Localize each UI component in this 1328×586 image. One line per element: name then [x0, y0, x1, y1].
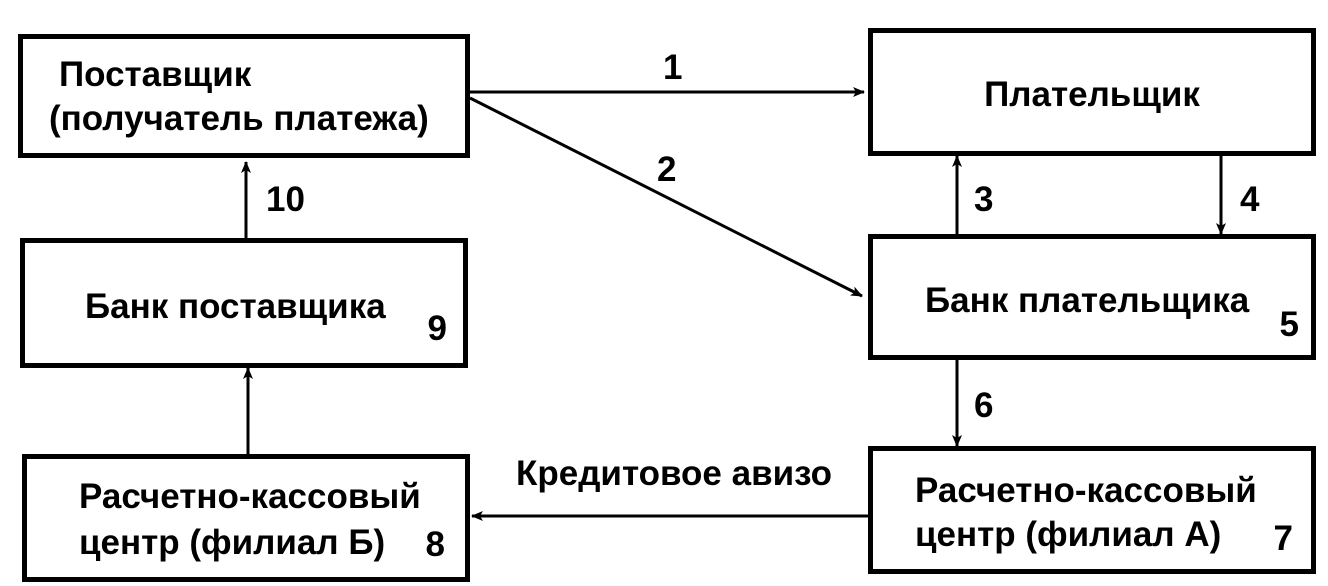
payer-label: Плательщик	[984, 75, 1200, 114]
rkc-b-line2: центр (филиал Б)	[79, 523, 386, 562]
supplier-bank-label: Банк поставщика	[85, 287, 386, 326]
edge-label-2: 2	[657, 150, 677, 189]
node-payer-bank: Банк плательщика 5	[868, 234, 1316, 360]
payer-bank-label: Банк плательщика	[925, 281, 1250, 320]
arrow-2-supplier-to-payer-bank	[469, 96, 863, 298]
edge-label-1: 1	[663, 48, 683, 87]
supplier-bank-number: 9	[427, 309, 447, 348]
edge-label-10: 10	[266, 180, 305, 219]
node-supplier-bank: Банк поставщика 9	[20, 238, 468, 368]
supplier-line2: (получатель платежа)	[49, 99, 429, 138]
rkc-b-line1: Расчетно-кассовый	[79, 477, 421, 516]
payer-bank-number: 5	[1279, 305, 1299, 344]
edge-label-3: 3	[974, 180, 994, 219]
credit-advice-label: Кредитовое авизо	[516, 454, 833, 493]
supplier-line1: Поставщик	[59, 55, 252, 94]
node-payer: Плательщик	[868, 28, 1316, 156]
rkc-a-line2: центр (филиал А)	[915, 515, 1222, 554]
rkc-a-number: 7	[1273, 519, 1293, 558]
node-supplier: Поставщик (получатель платежа)	[18, 34, 470, 158]
edge-label-4: 4	[1240, 180, 1260, 219]
node-rkc-b: Расчетно-кассовый центр (филиал Б) 8	[22, 454, 470, 582]
rkc-a-line1: Расчетно-кассовый	[915, 471, 1257, 510]
node-rkc-a: Расчетно-кассовый центр (филиал А) 7	[868, 446, 1316, 574]
edge-label-6: 6	[974, 386, 994, 425]
rkc-b-number: 8	[425, 525, 445, 564]
